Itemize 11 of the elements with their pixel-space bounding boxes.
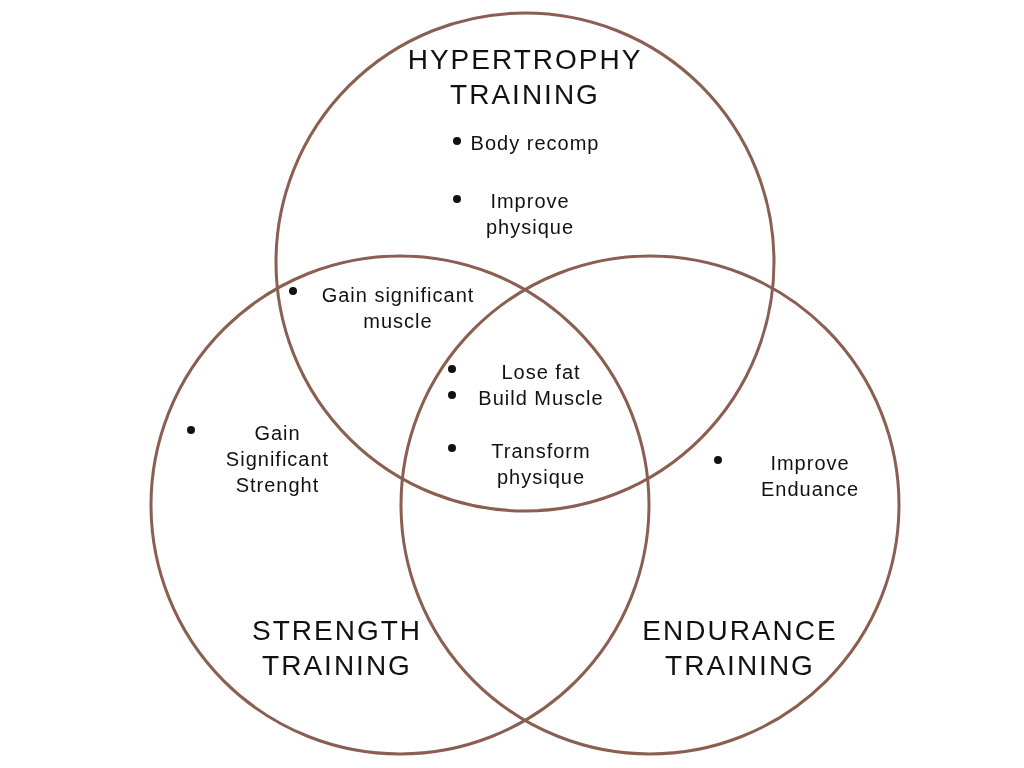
list-item: Gain significant muscle bbox=[320, 283, 476, 334]
circle-title: STRENGTH TRAINING bbox=[251, 614, 423, 683]
list-item: Improve Enduance bbox=[759, 451, 861, 502]
circle-title: HYPERTROPHY TRAINING bbox=[406, 43, 644, 112]
list-item: Gain Significant Strenght bbox=[224, 421, 331, 498]
list-item: Lose fat bbox=[500, 360, 582, 385]
list-item: Transform physique bbox=[490, 439, 592, 490]
list-item: Build Muscle bbox=[477, 386, 605, 411]
circle-title: ENDURANCE TRAINING bbox=[641, 614, 839, 683]
list-item: Body recomp bbox=[470, 131, 600, 156]
list-item: Improve physique bbox=[484, 189, 576, 240]
